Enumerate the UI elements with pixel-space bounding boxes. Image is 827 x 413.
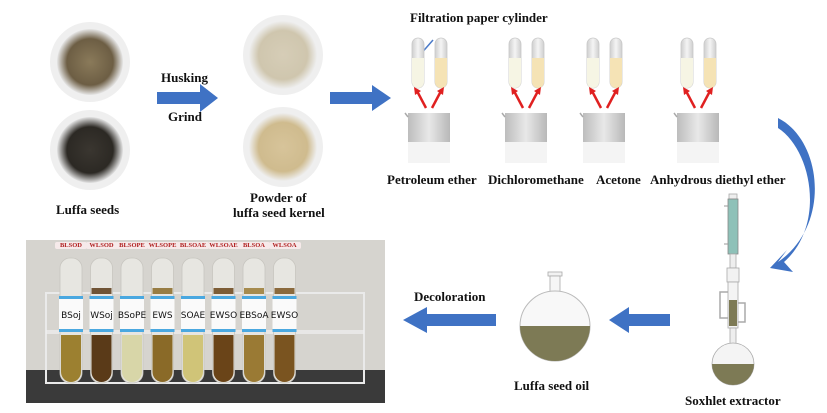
soxhlet-label: Soxhlet extractor — [685, 393, 781, 408]
solvent-label-petroleum-ether: Petroleum ether — [387, 172, 477, 187]
sample-tube: EBSoA — [239, 257, 269, 384]
red-arrowhead-icon — [511, 87, 518, 95]
powder-plate-2 — [243, 107, 323, 187]
luffa-seed-oil-flask — [519, 271, 591, 362]
filter-tube-white — [680, 37, 694, 89]
red-arrow-icon — [699, 90, 712, 109]
handwritten-label: EBSoA — [239, 311, 269, 321]
handwritten-label: EWS — [152, 311, 173, 321]
sample-tube: EWSO — [210, 257, 237, 384]
filter-tube-white — [586, 37, 600, 89]
sample-oil — [213, 335, 234, 382]
red-arrow-icon — [527, 90, 540, 109]
red-arrowhead-icon — [589, 87, 596, 95]
sample-oil — [91, 335, 112, 382]
sample-label-paper — [242, 296, 266, 332]
beaker-icon — [579, 112, 625, 163]
sample-oil — [274, 335, 295, 382]
solvent-label-dichloromethane: Dichloromethane — [488, 172, 584, 187]
filter-tube-white — [508, 37, 522, 89]
sample-label-paper — [211, 296, 236, 332]
sample-label-paper — [272, 296, 297, 332]
sample-tube: SOAE — [181, 257, 206, 384]
solvent-label-acetone: Acetone — [596, 172, 641, 187]
sample-oil — [244, 335, 264, 382]
curved-arrow-icon — [770, 118, 815, 272]
powder-label-line2: luffa seed kernel — [233, 205, 325, 220]
red-arrow-icon — [415, 90, 428, 109]
filtration-paper-label: Filtration paper cylinder — [410, 10, 548, 25]
sample-oil — [61, 335, 81, 382]
sample-tag: BLSOD — [55, 242, 87, 249]
grind-label: Grind — [168, 109, 202, 124]
sample-tube: EWSO — [271, 257, 298, 384]
luffa-seeds-white-plate — [50, 22, 130, 102]
handwritten-label: BSoj — [61, 311, 81, 321]
sample-tube: BSoPE — [118, 257, 147, 384]
filter-tube-yellow — [531, 37, 545, 89]
sample-tag: WLSOA — [268, 242, 301, 249]
sample-tube: BSoj — [59, 257, 83, 384]
filter-tube-yellow — [434, 37, 448, 89]
sample-label-paper — [150, 296, 175, 332]
husking-label: Husking — [161, 70, 208, 85]
filter-tube-white — [411, 37, 425, 89]
red-arrowhead-icon — [414, 87, 421, 95]
sample-label-paper — [89, 296, 114, 332]
solvent-group — [673, 37, 719, 163]
red-arrowhead-icon — [683, 87, 690, 95]
husking-arrow-icon — [157, 84, 218, 112]
to-oil-arrow-icon — [609, 307, 670, 333]
powder-plate-1 — [243, 15, 323, 95]
red-arrow-icon — [605, 90, 618, 109]
filter-tube-yellow — [609, 37, 623, 89]
red-arrow-icon — [512, 90, 525, 109]
sample-tag: WLSOD — [85, 242, 118, 249]
red-arrow-icon — [430, 90, 443, 109]
beaker-icon — [404, 112, 450, 163]
red-arrow-icon — [684, 90, 697, 109]
handwritten-label: WSoj — [90, 311, 113, 321]
powder-label-line1: Powder of — [250, 190, 307, 205]
sample-oil — [183, 335, 203, 382]
solvent-group — [579, 37, 625, 163]
sample-tube: WSoj — [89, 257, 114, 384]
red-arrowhead-icon — [437, 87, 444, 95]
luffa-seeds-label: Luffa seeds — [56, 202, 120, 217]
handwritten-label: SOAE — [181, 311, 206, 321]
sample-tag: BLSOPE — [116, 242, 148, 249]
luffa-seeds-black-plate — [50, 110, 130, 190]
red-arrowhead-icon — [706, 87, 713, 95]
handwritten-label: BSoPE — [118, 311, 147, 321]
sample-label-paper — [181, 296, 205, 332]
soxhlet-extractor-apparatus — [711, 193, 755, 386]
sample-tube: EWS — [150, 257, 175, 384]
sample-oil — [122, 335, 142, 382]
filter-tube-yellow — [703, 37, 717, 89]
decoloration-arrow-icon — [403, 307, 496, 333]
handwritten-label: EWSO — [210, 311, 237, 321]
red-arrow-icon — [590, 90, 603, 109]
solvent-label-anhydrous-diethyl-ether: Anhydrous diethyl ether — [650, 172, 786, 187]
red-arrowhead-icon — [612, 87, 619, 95]
beaker-icon — [501, 112, 547, 163]
luffa-seed-oil-label: Luffa seed oil — [514, 378, 590, 393]
solvent-group — [404, 37, 450, 163]
sample-label-paper — [120, 296, 144, 332]
handwritten-label: EWSO — [271, 311, 298, 321]
beaker-icon — [673, 112, 719, 163]
sample-tag: BLSOAE — [177, 242, 209, 249]
red-arrowhead-icon — [534, 87, 541, 95]
solvent-group — [501, 37, 547, 163]
to-extraction-arrow-icon — [330, 85, 391, 111]
sample-tag: BLSOA — [238, 242, 270, 249]
sample-oil — [152, 335, 173, 382]
decoloration-label: Decoloration — [414, 289, 486, 304]
sample-tag: WLSOAE — [207, 242, 240, 249]
sample-label-paper — [59, 296, 83, 332]
sample-tag: WLSOPE — [146, 242, 179, 249]
